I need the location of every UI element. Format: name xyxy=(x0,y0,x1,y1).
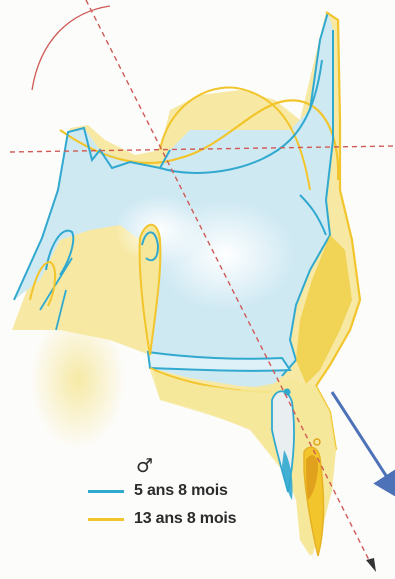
legend-item-older: 13 ans 8 mois xyxy=(88,508,278,530)
orbit-arc xyxy=(32,6,110,90)
diagonal-line-arrowhead xyxy=(366,558,376,572)
legend-line-older xyxy=(88,518,124,521)
growth-arrow xyxy=(332,392,394,488)
legend-label-older: 13 ans 8 mois xyxy=(134,510,236,528)
legend-line-young xyxy=(88,490,124,493)
legend-item-young: 5 ans 8 mois xyxy=(88,480,278,502)
legend-label-young: 5 ans 8 mois xyxy=(134,482,228,500)
male-symbol: ♂ xyxy=(136,456,153,476)
legend: ♂ 5 ans 8 mois 13 ans 8 mois xyxy=(88,456,278,552)
